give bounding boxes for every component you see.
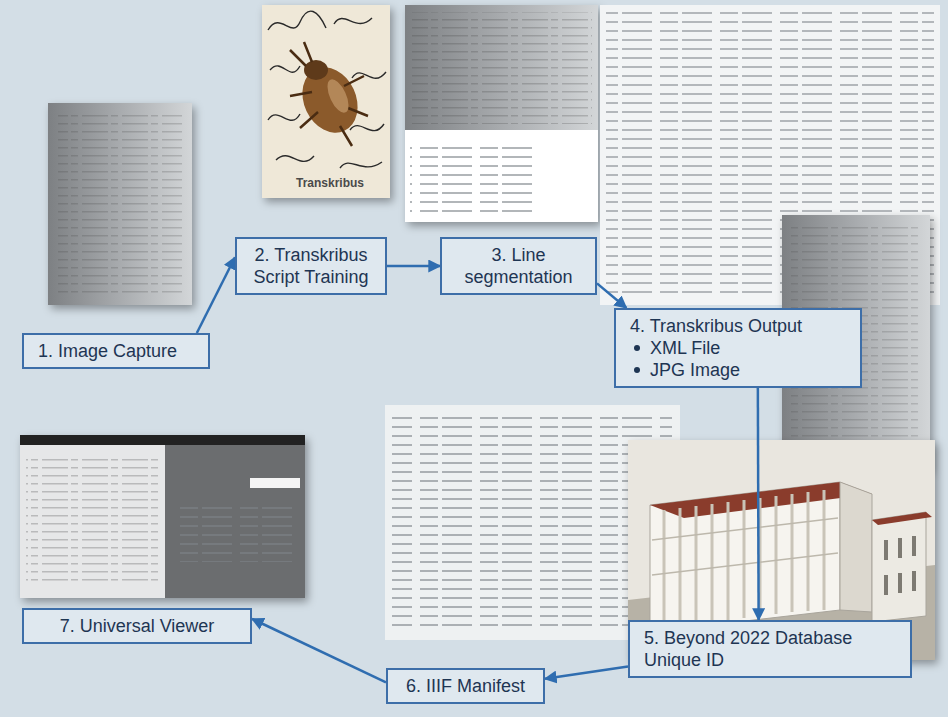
beetle-legs	[290, 42, 368, 146]
box-label: 3. Line segmentation	[456, 244, 581, 288]
flow-arrow	[597, 283, 626, 308]
beetle-body	[292, 58, 368, 142]
text-row: 1. Image Capture	[38, 340, 194, 362]
bullet-text: JPG Image	[650, 359, 740, 381]
flow-arrow	[757, 388, 760, 620]
bullet-text: XML File	[650, 337, 720, 359]
flow-arrow	[197, 257, 235, 333]
process-box: 3. Line segmentation	[440, 237, 597, 295]
beetle-shine	[323, 76, 353, 115]
box-label: 5. Beyond 2022 Database Unique ID	[644, 627, 896, 671]
bullet-dot	[634, 345, 640, 351]
screenshot-frame	[405, 5, 598, 222]
process-box: 6. IIIF Manifest	[386, 668, 545, 704]
text-row: XML File	[630, 337, 846, 359]
windows	[886, 536, 914, 595]
page-lines	[58, 115, 182, 295]
viewer-image-text	[180, 500, 292, 562]
bullet-dot	[634, 367, 640, 373]
text-row: 2. Transkribus Script Training	[251, 244, 371, 288]
box-label: 1. Image Capture	[38, 340, 177, 362]
viewer-screenshot	[20, 435, 305, 598]
box-label: 2. Transkribus Script Training	[251, 244, 371, 288]
handwriting	[268, 11, 386, 168]
wing-roof	[872, 512, 932, 525]
viewer-panel	[20, 445, 165, 598]
process-box: 5. Beyond 2022 Database Unique ID	[628, 620, 912, 678]
text-row: 4. Transkribus Output	[630, 315, 846, 337]
box-label: 6. IIIF Manifest	[406, 675, 525, 697]
manuscript-photo	[48, 103, 192, 305]
cornices	[652, 518, 838, 575]
screenshot-text	[410, 140, 540, 216]
viewer-panel-text	[26, 455, 158, 587]
wing	[872, 512, 926, 622]
process-box: 2. Transkribus Script Training	[235, 237, 387, 295]
transkribus-logo-image	[262, 5, 390, 198]
viewer-frame	[20, 435, 305, 598]
text-row: 3. Line segmentation	[456, 244, 581, 288]
flow-arrow	[252, 619, 386, 683]
flow-arrow	[545, 666, 628, 678]
viewer-bar	[20, 435, 305, 445]
process-box: 7. Universal Viewer	[22, 608, 252, 644]
text-row: JPG Image	[630, 359, 846, 381]
segmentation-screenshot	[405, 5, 598, 222]
process-box: 1. Image Capture	[22, 333, 210, 369]
screenshot-lines	[412, 12, 592, 124]
text-row: 7. Universal Viewer	[38, 615, 236, 637]
process-box: 4. Transkribus OutputXML FileJPG Image	[614, 308, 862, 388]
side-wall	[840, 482, 872, 612]
page-image	[48, 103, 192, 305]
flow-arrow	[387, 265, 440, 268]
logo-ground	[262, 5, 390, 198]
viewer-tooltip	[250, 478, 300, 488]
text-row: 5. Beyond 2022 Database Unique ID	[644, 627, 896, 671]
logo-caption: Transkribus	[296, 176, 364, 190]
screenshot-image	[405, 5, 598, 130]
box-label: 7. Universal Viewer	[60, 615, 215, 637]
beetle-head	[304, 60, 328, 80]
viewer-image	[165, 445, 305, 598]
box-label: 4. Transkribus Output	[630, 315, 802, 337]
columns	[664, 490, 824, 628]
text-row: 6. IIIF Manifest	[402, 675, 529, 697]
